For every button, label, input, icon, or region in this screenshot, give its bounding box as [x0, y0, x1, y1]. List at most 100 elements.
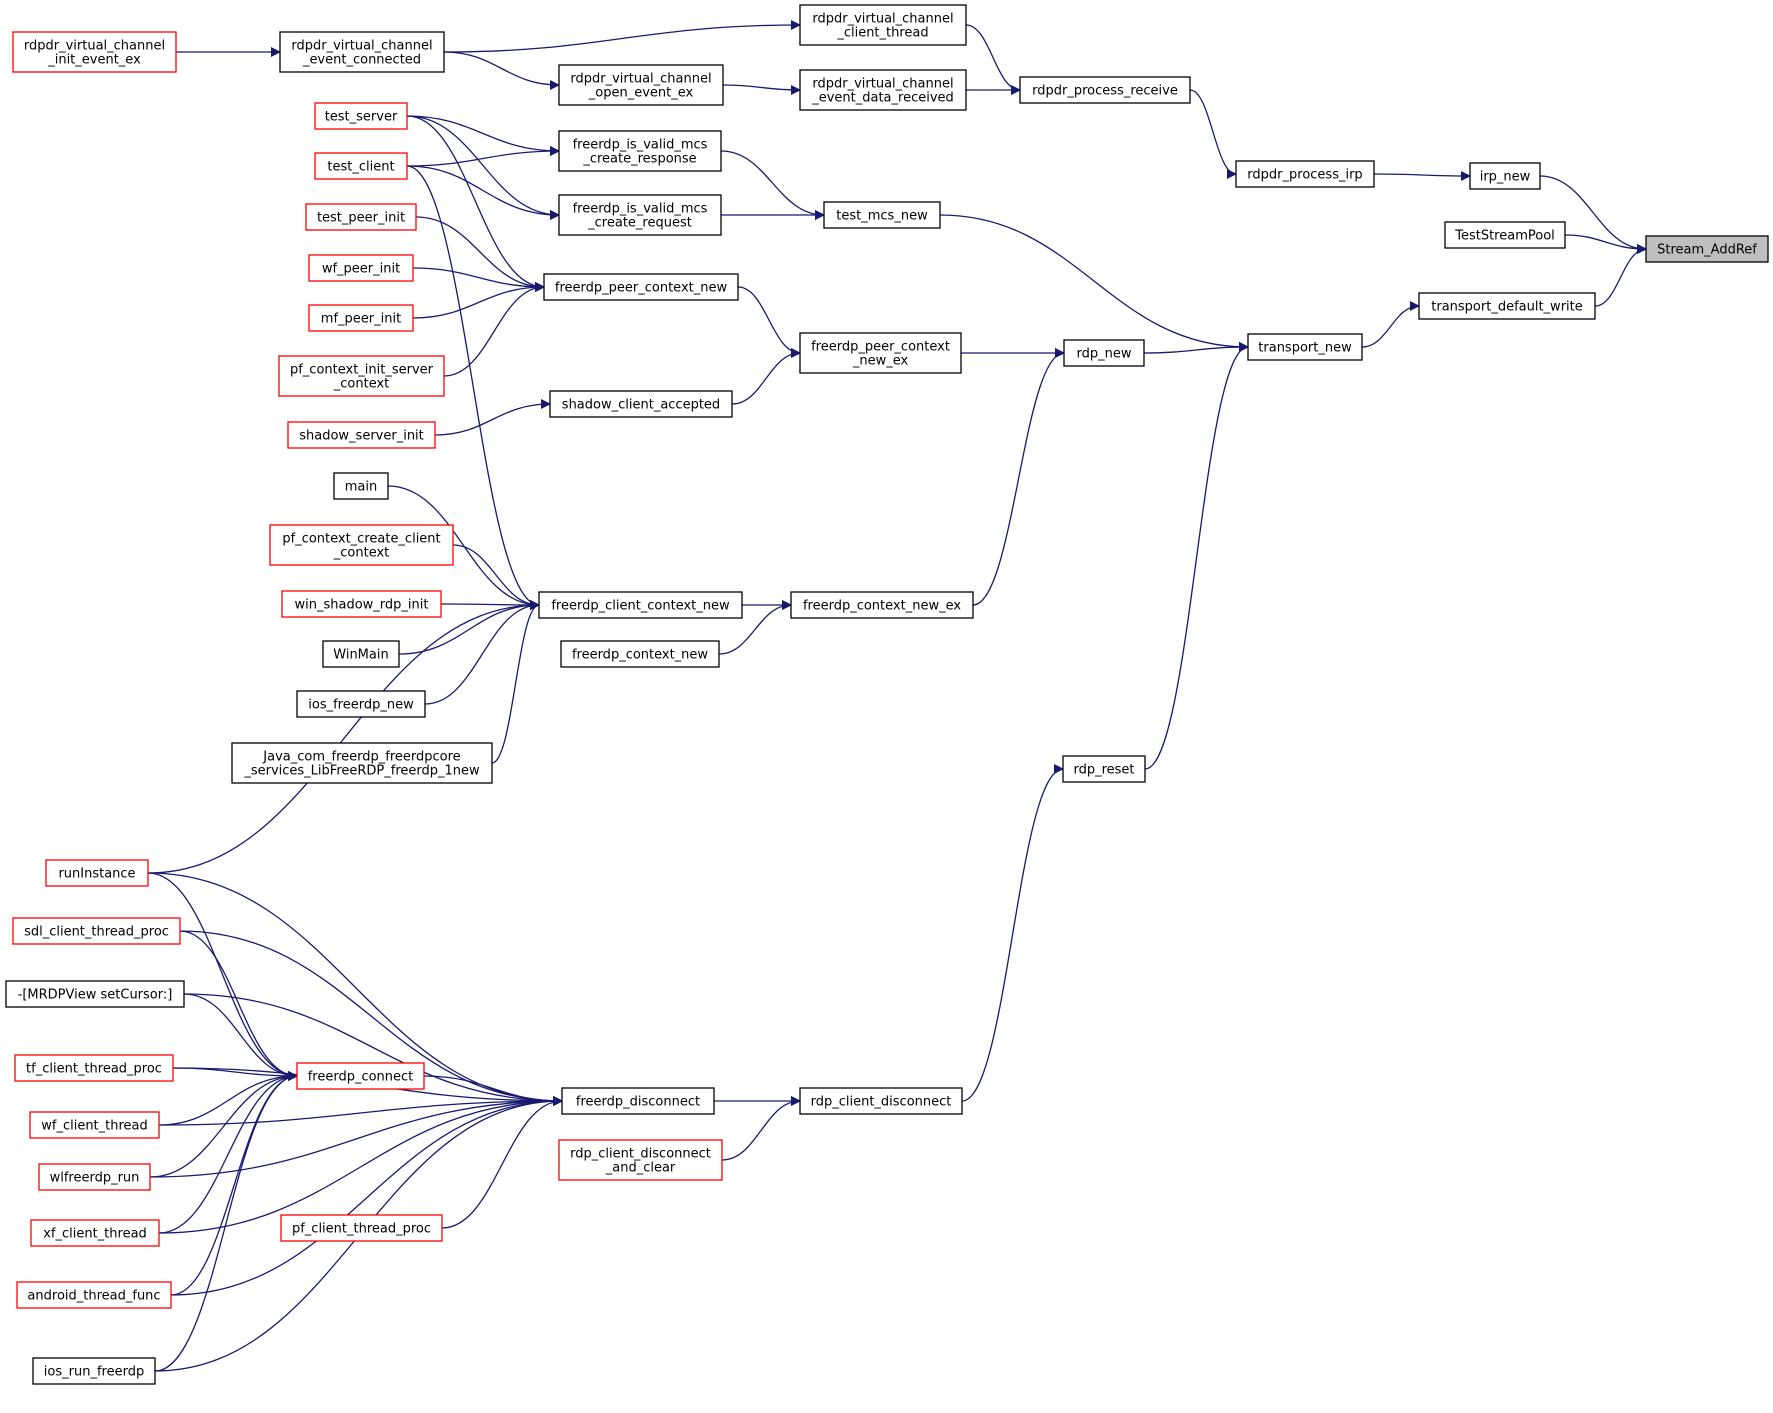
node-label: pf_context_create_client: [282, 532, 440, 547]
node-box: [558, 64, 724, 106]
node-box: [799, 332, 962, 374]
node-wlfreerdp_run[interactable]: wlfreerdp_run: [38, 1163, 151, 1191]
node-winmain[interactable]: WinMain: [322, 640, 400, 668]
node-teststreampool[interactable]: TestStreamPool: [1444, 221, 1566, 249]
node-label: freerdp_context_new_ex: [803, 599, 961, 614]
edge-rdpdr_vc_event_connected-to-rdpdr_vc_open_event_ex: [443, 51, 560, 90]
node-box: [281, 590, 442, 618]
node-transport_default_write[interactable]: transport_default_write: [1418, 292, 1596, 320]
edge-android_thread_func-to-freerdp_disconnect: [170, 1096, 563, 1296]
node-shadow_client_accepted[interactable]: shadow_client_accepted: [549, 390, 733, 418]
node-pf_context_init_server_context[interactable]: pf_context_init_server_context: [278, 355, 445, 397]
node-box: [799, 4, 967, 46]
node-freerdp_connect[interactable]: freerdp_connect: [296, 1062, 425, 1090]
node-label: freerdp_connect: [308, 1070, 414, 1085]
node-label: rdpdr_process_irp: [1247, 168, 1362, 183]
node-box: [799, 1087, 963, 1115]
edge-test_server-to-freerdp_is_valid_mcs_create_response: [406, 115, 560, 156]
node-label: rdpdr_virtual_channel: [570, 72, 711, 87]
node-label: freerdp_is_valid_mcs: [573, 138, 708, 153]
node-java_freerdp_new[interactable]: Java_com_freerdp_freerdpcore_services_Li…: [231, 742, 493, 784]
node-label: main: [345, 480, 377, 495]
node-rdpdr_process_irp[interactable]: rdpdr_process_irp: [1235, 160, 1375, 188]
node-box: [1062, 755, 1146, 783]
edge-rdp_reset-to-transport_new: [1144, 342, 1249, 770]
edge-irp_new-to-stream_addref: [1539, 175, 1647, 254]
node-sdl_client_thread_proc[interactable]: sdl_client_thread_proc: [12, 917, 181, 945]
node-android_thread_func[interactable]: android_thread_func: [16, 1281, 172, 1309]
edge-rdpdr_vc_open_event_ex-to-rdpdr_vc_event_data_received: [722, 84, 801, 95]
node-rdpdr_vc_open_event_ex[interactable]: rdpdr_virtual_channel_open_event_ex: [558, 64, 724, 106]
node-wf_client_thread[interactable]: wf_client_thread: [29, 1111, 160, 1139]
node-freerdp_is_valid_mcs_create_response[interactable]: freerdp_is_valid_mcs_create_response: [558, 130, 722, 172]
node-mf_peer_init[interactable]: mf_peer_init: [308, 304, 414, 332]
node-test_server[interactable]: test_server: [314, 102, 408, 130]
node-ios_run_freerdp[interactable]: ios_run_freerdp: [32, 1357, 156, 1385]
node-win_shadow_rdp_init[interactable]: win_shadow_rdp_init: [281, 590, 442, 618]
node-wf_peer_init[interactable]: wf_peer_init: [308, 254, 414, 282]
edge-pf_context_init_server_context-to-freerdp_peer_context_new: [443, 282, 545, 377]
edge-transport_default_write-to-stream_addref: [1594, 244, 1647, 307]
node-tf_client_thread_proc[interactable]: tf_client_thread_proc: [14, 1054, 174, 1082]
node-label: test_peer_init: [317, 211, 405, 226]
edge-freerdp_peer_context_new-to-freerdp_peer_context_new_ex: [737, 286, 801, 358]
node-box: [29, 1111, 160, 1139]
node-freerdp_context_new[interactable]: freerdp_context_new: [560, 640, 720, 668]
node-freerdp_peer_context_new[interactable]: freerdp_peer_context_new: [543, 273, 739, 301]
node-box: [231, 742, 493, 784]
edge-mf_peer_init-to-freerdp_peer_context_new: [412, 282, 545, 319]
node-rdp_reset[interactable]: rdp_reset: [1062, 755, 1146, 783]
node-label: freerdp_peer_context: [811, 340, 950, 355]
edge-runinstance-to-freerdp_connect: [147, 872, 298, 1081]
edge-winmain-to-freerdp_client_context_new: [398, 600, 540, 655]
node-shadow_server_init[interactable]: shadow_server_init: [287, 421, 436, 449]
node-rdp_client_disconnect_and_clear[interactable]: rdp_client_disconnect_and_clear: [558, 1139, 723, 1181]
node-freerdp_is_valid_mcs_create_request[interactable]: freerdp_is_valid_mcs_create_request: [558, 194, 722, 236]
node-label: pf_client_thread_proc: [292, 1222, 431, 1237]
node-transport_new[interactable]: transport_new: [1247, 333, 1363, 361]
node-label: WinMain: [333, 648, 388, 663]
edge-sdl_client_thread_proc-to-freerdp_connect: [179, 930, 298, 1081]
node-box: [308, 304, 414, 332]
edge-freerdp_context_new_ex-to-rdp_new: [972, 348, 1065, 606]
node-test_mcs_new[interactable]: test_mcs_new: [823, 201, 941, 229]
node-freerdp_disconnect[interactable]: freerdp_disconnect: [561, 1087, 715, 1115]
edge-test_server-to-freerdp_is_valid_mcs_create_request: [406, 115, 560, 220]
node-box: [30, 1219, 160, 1247]
node-stream_addref[interactable]: Stream_AddRef: [1645, 235, 1769, 263]
node-test_peer_init[interactable]: test_peer_init: [305, 203, 417, 231]
node-label: _event_connected: [302, 53, 421, 68]
node-freerdp_client_context_new[interactable]: freerdp_client_context_new: [538, 591, 743, 619]
node-label: _open_event_ex: [588, 86, 694, 101]
node-rdp_new[interactable]: rdp_new: [1063, 339, 1145, 367]
node-label: rdp_reset: [1073, 763, 1134, 778]
node-rdpdr_vc_event_connected[interactable]: rdpdr_virtual_channel_event_connected: [279, 31, 445, 73]
node-main[interactable]: main: [333, 472, 389, 500]
node-label: rdp_client_disconnect: [570, 1147, 711, 1162]
node-rdpdr_process_receive[interactable]: rdpdr_process_receive: [1019, 76, 1191, 104]
node-mrdpview_setcursor[interactable]: -[MRDPView setCursor:]: [5, 980, 185, 1008]
node-irp_new[interactable]: irp_new: [1469, 162, 1541, 190]
node-pf_context_create_client_context[interactable]: pf_context_create_client_context: [269, 524, 454, 566]
node-label: rdpdr_process_receive: [1032, 84, 1178, 99]
node-box: [558, 130, 722, 172]
node-rdp_client_disconnect[interactable]: rdp_client_disconnect: [799, 1087, 963, 1115]
node-runinstance[interactable]: runInstance: [45, 859, 149, 887]
node-ios_freerdp_new[interactable]: ios_freerdp_new: [296, 690, 426, 718]
node-rdpdr_vc_event_data_received[interactable]: rdpdr_virtual_channel_event_data_receive…: [799, 69, 967, 111]
node-label: Stream_AddRef: [1657, 243, 1757, 258]
node-label: TestStreamPool: [1454, 229, 1555, 244]
node-xf_client_thread[interactable]: xf_client_thread: [30, 1219, 160, 1247]
node-box: [1019, 76, 1191, 104]
node-freerdp_peer_context_new_ex[interactable]: freerdp_peer_context_new_ex: [799, 332, 962, 374]
node-box: [296, 1062, 425, 1090]
node-rdpdr_vc_init_event_ex[interactable]: rdpdr_virtual_channel_init_event_ex: [12, 31, 177, 73]
node-pf_client_thread_proc[interactable]: pf_client_thread_proc: [280, 1214, 443, 1242]
node-box: [279, 31, 445, 73]
node-rdpdr_vc_client_thread[interactable]: rdpdr_virtual_channel_client_thread: [799, 4, 967, 46]
node-label: test_server: [325, 110, 398, 125]
node-freerdp_context_new_ex[interactable]: freerdp_context_new_ex: [790, 591, 974, 619]
node-label: wf_peer_init: [322, 262, 400, 277]
node-test_client[interactable]: test_client: [314, 152, 408, 180]
